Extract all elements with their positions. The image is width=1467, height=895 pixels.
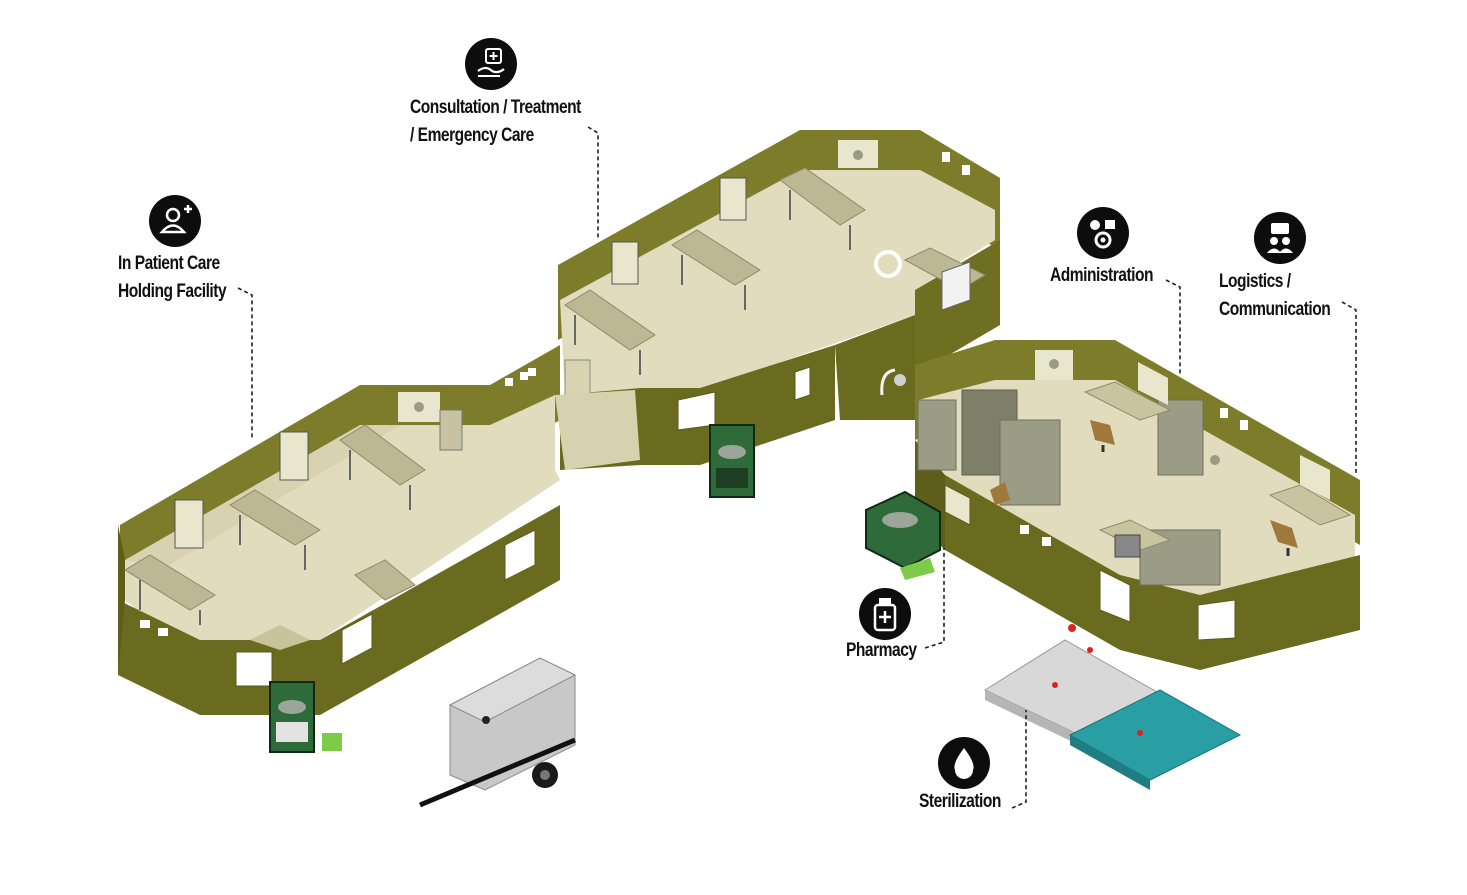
equipment-cart-center xyxy=(709,424,755,498)
inpatient-left-end-wall xyxy=(118,525,125,675)
leader-sterilization xyxy=(1011,710,1027,809)
inpatient-vent xyxy=(140,620,150,628)
consultation-label-line1: Consultation / Treatment xyxy=(410,97,581,118)
equipment-rack xyxy=(611,241,639,285)
inpatient-label-line2: Holding Facility xyxy=(118,281,227,302)
equipment-cart-left xyxy=(269,681,342,753)
logistics-label: Logistics / Communication xyxy=(1219,268,1331,324)
water-drop-icon xyxy=(938,737,990,789)
consultation-label-line2: / Emergency Care xyxy=(410,125,534,146)
equipment-rack xyxy=(279,431,309,481)
equipment-rack xyxy=(719,177,747,221)
consultation-bed xyxy=(779,167,866,250)
consultation-bed xyxy=(564,289,656,375)
admin-module xyxy=(915,340,1360,670)
admin-vent xyxy=(1042,537,1051,546)
chair xyxy=(439,409,463,451)
medical-consult-icon xyxy=(465,38,517,90)
inpatient-module xyxy=(118,345,560,715)
medicine-bottle-icon xyxy=(859,588,911,640)
office-chair xyxy=(1090,420,1115,452)
inpatient-vent xyxy=(505,378,513,386)
patient-bed xyxy=(229,489,321,570)
inpatient-front-wall xyxy=(118,505,560,715)
patient-bed xyxy=(339,424,426,510)
admin-window xyxy=(1197,599,1236,641)
generator-trailer xyxy=(419,657,577,808)
admin-window xyxy=(944,484,971,526)
communication-icon xyxy=(1254,212,1306,264)
admin-vent xyxy=(1220,408,1228,418)
consultation-bed xyxy=(671,229,761,310)
admin-ceiling-light xyxy=(1049,359,1059,369)
consultation-ceiling-light xyxy=(853,150,863,160)
admin-wall-screen xyxy=(1300,455,1330,500)
administration-label: Administration xyxy=(1050,262,1154,290)
leader-inpatient xyxy=(237,287,253,438)
brand-logo xyxy=(874,250,902,278)
shower-head-icon xyxy=(880,368,896,396)
inpatient-vent xyxy=(520,372,528,380)
inpatient-window xyxy=(341,613,373,665)
corridor-wall xyxy=(835,315,915,420)
pharmacy-label-line1: Pharmacy xyxy=(846,640,917,661)
admin-ceiling-light xyxy=(1210,455,1220,465)
leader-logistics xyxy=(1341,301,1357,475)
inpatient-label: In Patient Care Holding Facility xyxy=(118,250,227,306)
corridor-floor xyxy=(555,390,640,470)
admin-wall-screen xyxy=(1138,362,1168,405)
pharmacy-label: Pharmacy xyxy=(846,637,917,665)
small-green-stool xyxy=(322,733,342,751)
patient-add-icon xyxy=(149,195,201,247)
equipment-rack xyxy=(174,499,204,549)
admin-doorway xyxy=(1099,569,1131,623)
trailer-light xyxy=(482,716,490,724)
callout-leaders xyxy=(237,126,1357,809)
inpatient-window xyxy=(504,529,536,581)
consultation-wall-screen xyxy=(941,261,971,311)
inpatient-ceiling-light xyxy=(414,402,424,412)
sterilization-label-line1: Sterilization xyxy=(919,791,1001,812)
consultation-floor xyxy=(560,170,995,395)
consultation-vent xyxy=(962,165,970,175)
sterilization-label: Sterilization xyxy=(919,788,1001,816)
logistics-label-line2: Communication xyxy=(1219,299,1331,320)
sterilization-platform xyxy=(983,624,1242,790)
inpatient-label-line1: In Patient Care xyxy=(118,253,220,274)
tent-corner xyxy=(250,625,310,650)
inpatient-floor xyxy=(125,395,560,645)
pharmacy-container xyxy=(865,490,941,580)
connector-corridor xyxy=(555,315,915,470)
consultation-label: Consultation / Treatment / Emergency Car… xyxy=(410,94,581,150)
admin-vent xyxy=(1240,420,1248,430)
patient-bed xyxy=(354,559,416,601)
inpatient-window xyxy=(235,651,273,687)
admin-front-wall xyxy=(945,475,1360,670)
administration-label-line1: Administration xyxy=(1050,265,1154,286)
inpatient-back-wall xyxy=(120,345,560,600)
shower-spray xyxy=(894,374,906,386)
inpatient-vent xyxy=(158,628,168,636)
microwave xyxy=(1114,534,1141,558)
office-chair xyxy=(990,482,1010,505)
storage-cabinet xyxy=(917,389,1061,506)
leader-administration xyxy=(1165,279,1181,375)
consultation-vent xyxy=(942,152,950,162)
admin-team-icon xyxy=(1077,207,1129,259)
office-chair xyxy=(1270,520,1298,556)
patient-bed xyxy=(124,554,216,625)
consultation-window xyxy=(794,366,811,401)
inpatient-vent xyxy=(528,368,536,376)
leader-consultation xyxy=(587,126,599,238)
admin-vent xyxy=(1020,525,1029,534)
logistics-label-line1: Logistics / xyxy=(1219,271,1291,292)
